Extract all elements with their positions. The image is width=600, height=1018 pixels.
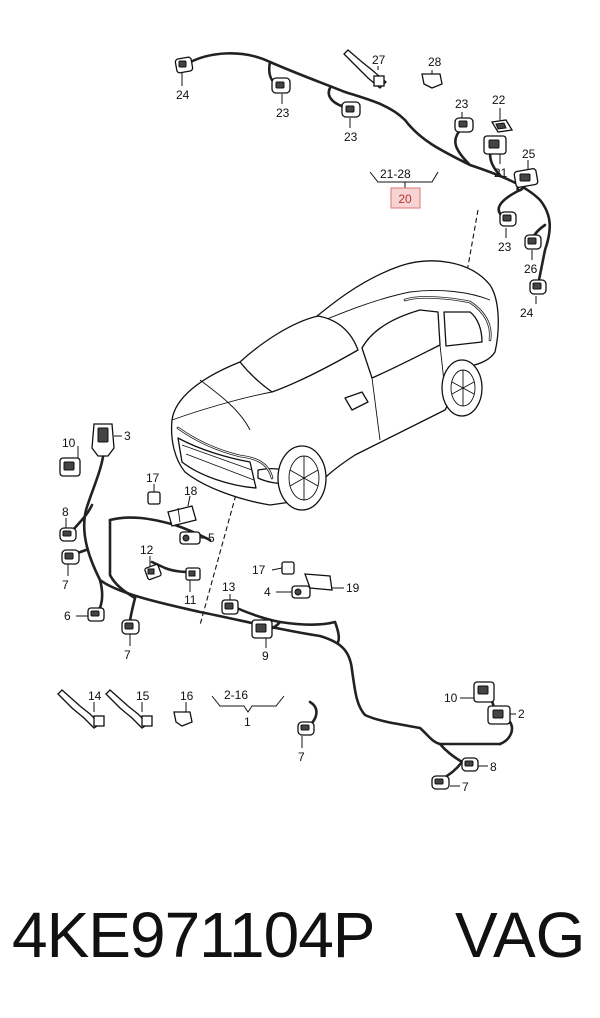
front-connector-7b [121,619,140,635]
rear-group-bracket: 21-28 [369,167,439,188]
callout-9: 9 [262,649,269,663]
front-clip-15 [105,689,153,729]
callout-24-left: 24 [176,88,190,102]
rear-range-label: 21-28 [380,167,411,181]
callout-7-left: 7 [62,578,69,592]
rear-connector-24a [174,56,194,74]
callout-24-right: 24 [520,306,534,320]
callout-28: 28 [428,55,442,69]
callout-22: 22 [492,93,506,107]
vehicle-illustration [170,260,499,511]
rear-connector-23d [499,211,517,227]
front-connector-9 [251,619,273,639]
callout-labels: 24 27 28 23 23 23 22 21 25 23 26 24 10 3… [62,53,538,794]
rear-connector-23c [454,117,474,133]
callout-10-right: 10 [444,691,458,705]
callout-leaders [65,66,537,787]
callout-6: 6 [64,609,71,623]
front-bracket-18 [167,505,197,527]
callout-17-right: 17 [252,563,266,577]
highlight-label: 20 [398,192,412,206]
rear-connector-24b [529,279,547,295]
front-connector-10a [59,457,81,477]
front-sensor-11 [185,567,201,581]
rear-connector-23b [341,101,361,118]
rear-clip-27 [343,49,387,89]
callout-12: 12 [140,543,154,557]
front-bracket-19 [304,573,333,591]
callout-19: 19 [346,581,360,595]
front-connector-7d [431,775,450,790]
front-connector-3 [91,423,115,457]
callout-11: 11 [184,593,197,607]
callout-15: 15 [136,689,150,703]
callout-4: 4 [264,585,271,599]
callout-25: 25 [522,147,536,161]
manufacturer: VAG [455,899,586,971]
callout-13: 13 [222,580,236,594]
callout-7-mid: 7 [124,648,131,662]
front-connector-8b [461,757,479,772]
callout-14: 14 [88,689,102,703]
parts-diagram: 21-28 20 [57,49,551,794]
highlight-box-20: 20 [390,187,421,209]
callout-21: 21 [494,166,508,180]
callout-2: 2 [518,707,525,721]
front-connector-10b [473,681,495,703]
rear-connector-26 [524,234,542,250]
callout-23-d: 23 [498,240,512,254]
callout-23-c: 23 [455,97,469,111]
front-clip-17a [147,491,161,505]
callout-18: 18 [184,484,198,498]
front-bracket-16 [173,711,193,727]
front-connector-6 [87,607,105,622]
rear-connector-21 [483,135,507,155]
part-number: 4KE971104P [12,899,375,971]
front-connector-7a [61,549,80,565]
rear-connector-23a [271,77,291,94]
callout-8-left: 8 [62,505,69,519]
callout-7-bottom: 7 [298,750,305,764]
callout-17-left: 17 [146,471,160,485]
rear-bracket-28 [421,73,443,89]
callout-10-top: 10 [62,436,76,450]
front-connector-4 [291,585,311,599]
rear-connector-25 [513,168,539,188]
callout-3: 3 [124,429,131,443]
callout-16: 16 [180,689,194,703]
front-range-label: 2-16 [224,688,248,702]
footer: 4KE971104P VAG [0,895,600,975]
callout-26: 26 [524,262,538,276]
callout-7-right: 7 [462,780,469,794]
front-sensor-12 [144,563,162,581]
front-clip-14 [57,689,105,729]
front-connector-5 [179,531,201,545]
front-group-bracket: 2-16 1 [211,688,285,729]
front-connector-7c [297,721,315,736]
front-connector-8a [59,527,77,542]
front-reference-line [199,479,241,626]
front-connector-13 [221,599,239,615]
callout-5: 5 [208,531,215,545]
callout-23-a: 23 [276,106,290,120]
front-group-label: 1 [244,715,251,729]
callout-27: 27 [372,53,386,67]
front-connector-2 [487,705,511,725]
front-clip-17b [281,561,295,575]
callout-8-right: 8 [490,760,497,774]
callout-23-b: 23 [344,130,358,144]
rear-cap-22 [490,119,514,133]
